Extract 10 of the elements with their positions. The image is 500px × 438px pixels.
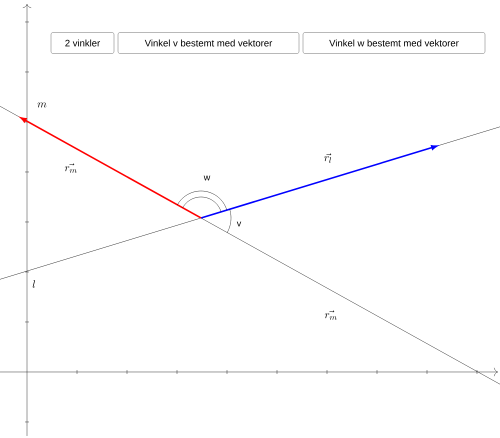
vector-label: $\vec{r_m}$ [324,310,337,320]
angle-label: v [236,222,242,226]
line-label: $l$ [32,280,36,288]
button: Vinkel w bestemt med vektorer [302,32,486,54]
line-label: $m$ [38,102,46,108]
button: 2 vinkler [50,32,114,54]
button: Vinkel v bestemt med vektorer [118,32,300,54]
vector-label: $\vec{r_l}$ [324,153,332,163]
angle-label: w [204,176,210,180]
vector-label: $\vec{r_m}$ [64,163,77,173]
